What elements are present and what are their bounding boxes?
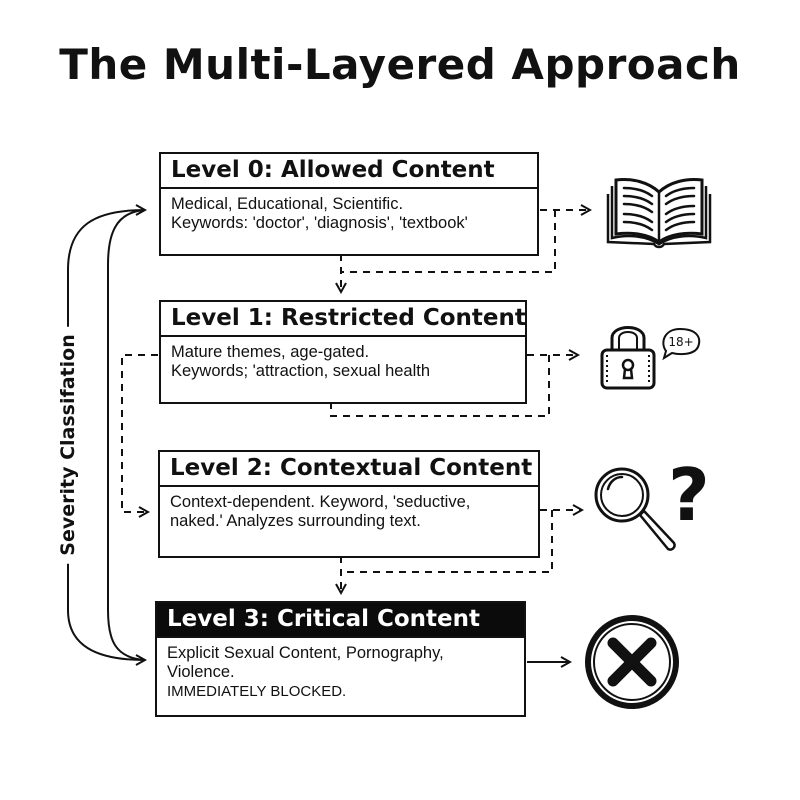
level-3-description: Explicit Sexual Content, Pornography, Vi… bbox=[157, 638, 524, 707]
dashed-loop-l1 bbox=[330, 355, 550, 417]
level-0-heading: Level 0: Allowed Content bbox=[161, 154, 537, 189]
age-badge-text: 18+ bbox=[668, 335, 693, 349]
open-book-icon bbox=[606, 178, 712, 249]
blocked-x-icon bbox=[585, 615, 679, 709]
level-1-line-2: Keywords; 'attraction, sexual health bbox=[171, 362, 431, 380]
level-0-line-2: Keywords: 'doctor', 'diagnosis', 'textbo… bbox=[171, 214, 468, 232]
level-1-box: Level 1: Restricted Content Mature theme… bbox=[159, 300, 527, 404]
speech-bubble-badge: 18+ bbox=[662, 327, 701, 361]
severity-classification-label: Severity Classifation bbox=[57, 326, 79, 564]
level-3-line-2: Violence. bbox=[167, 663, 235, 681]
severity-bracket-inner bbox=[107, 209, 146, 661]
padlock-icon bbox=[600, 326, 656, 390]
diagram-title: The Multi-Layered Approach bbox=[59, 40, 741, 89]
severity-bracket-outer bbox=[67, 210, 145, 335]
level-1-line-1: Mature themes, age-gated. bbox=[171, 343, 370, 361]
level-3-heading: Level 3: Critical Content bbox=[157, 603, 524, 638]
level-2-line-2: naked.' Analyzes surrounding text. bbox=[170, 512, 421, 530]
level-2-description: Context-dependent. Keyword, 'seductive, … bbox=[160, 487, 538, 537]
level-2-heading: Level 2: Contextual Content bbox=[160, 452, 538, 487]
level-3-box: Level 3: Critical Content Explicit Sexua… bbox=[155, 601, 526, 717]
level-1-description: Mature themes, age-gated. Keywords; 'att… bbox=[161, 337, 525, 387]
level-3-blocked-note: IMMEDIATELY BLOCKED. bbox=[167, 683, 347, 700]
level-0-line-1: Medical, Educational, Scientific. bbox=[171, 195, 404, 213]
level-2-line-1: Context-dependent. Keyword, 'seductive, bbox=[170, 493, 471, 511]
dashed-connector-l1-l2 bbox=[121, 354, 158, 512]
level-0-description: Medical, Educational, Scientific. Keywor… bbox=[161, 189, 537, 239]
question-mark-icon: ? bbox=[668, 453, 710, 537]
level-3-line-1: Explicit Sexual Content, Pornography, bbox=[167, 644, 444, 662]
severity-bracket-outer-bottom bbox=[67, 560, 145, 660]
level-2-box: Level 2: Contextual Content Context-depe… bbox=[158, 450, 540, 558]
magnifying-glass-icon bbox=[594, 467, 676, 551]
level-1-heading: Level 1: Restricted Content bbox=[161, 302, 526, 337]
level-0-box: Level 0: Allowed Content Medical, Educat… bbox=[159, 152, 539, 256]
